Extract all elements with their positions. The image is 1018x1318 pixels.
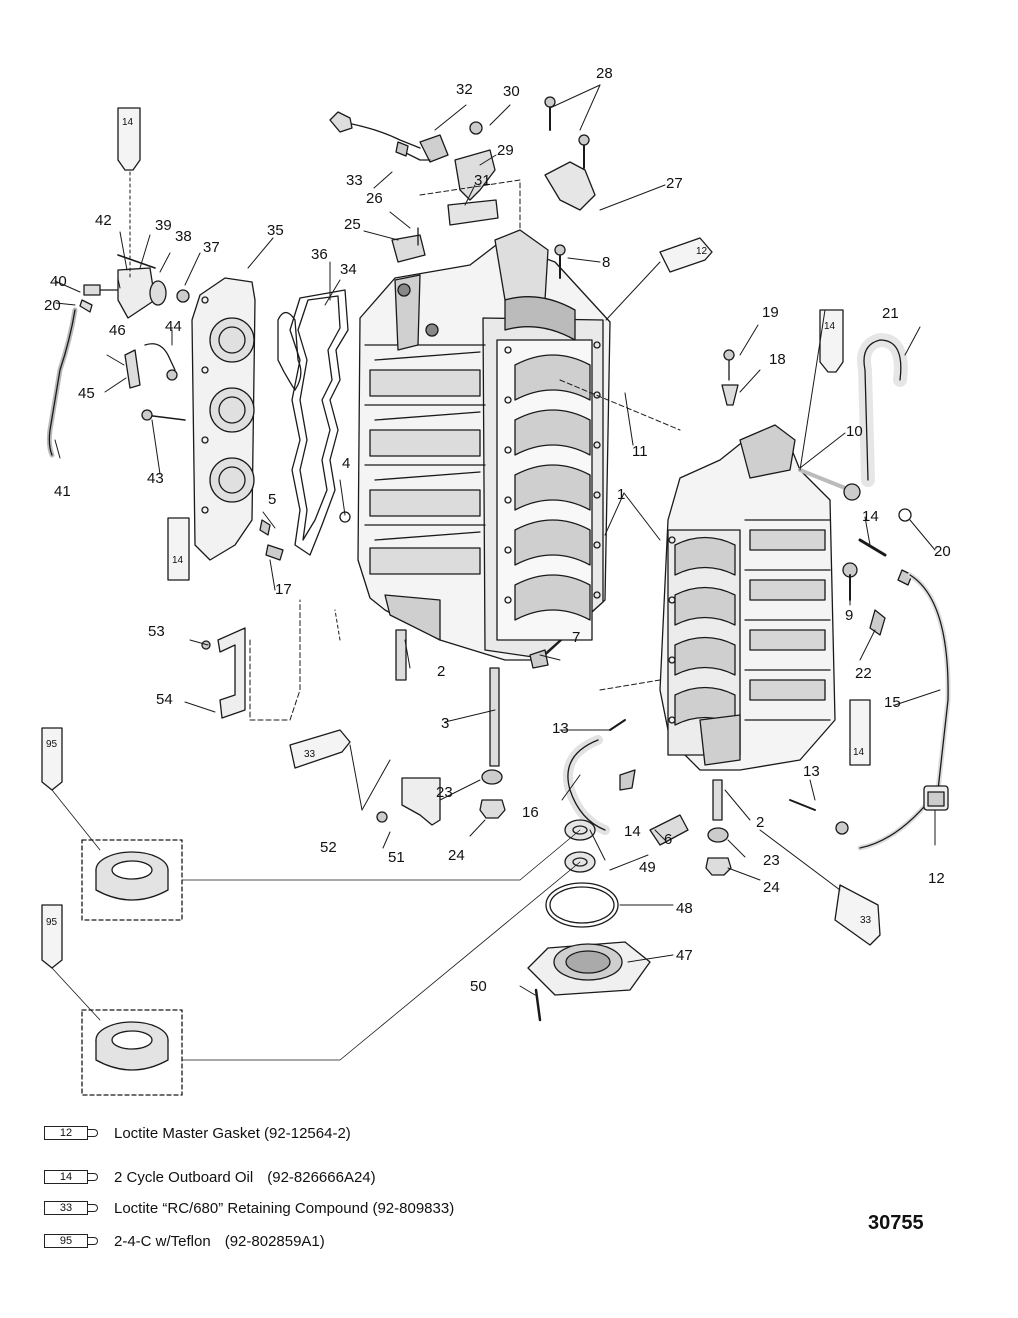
callout-1: 1 bbox=[617, 486, 626, 503]
tube-icon: 95 bbox=[44, 1232, 104, 1250]
callout-51: 51 bbox=[388, 849, 405, 866]
sealant-tubes bbox=[41, 107, 881, 969]
left-small-parts bbox=[46, 254, 351, 561]
callout-44: 44 bbox=[165, 318, 182, 335]
cylinder-head-cover bbox=[191, 277, 256, 561]
callout-17: 17 bbox=[275, 581, 292, 598]
callout-39: 39 bbox=[155, 217, 172, 234]
legend-part-number: (92-802859A1) bbox=[224, 1232, 325, 1250]
callout-29: 29 bbox=[497, 142, 514, 159]
callout-20: 20 bbox=[934, 543, 951, 560]
callout-37: 37 bbox=[203, 239, 220, 256]
callout-45: 45 bbox=[78, 385, 95, 402]
top-small-parts bbox=[329, 96, 596, 279]
tube-icon: 12 bbox=[44, 1124, 104, 1142]
callout-4: 4 bbox=[342, 455, 351, 472]
callout-49: 49 bbox=[639, 859, 656, 876]
crankcase-cover-right bbox=[659, 424, 836, 771]
callout-16: 16 bbox=[522, 804, 539, 821]
callout-32: 32 bbox=[456, 81, 473, 98]
callout-52: 52 bbox=[320, 839, 337, 856]
tube-icon: 14 bbox=[44, 1168, 104, 1186]
tube-code-label: 14 bbox=[172, 555, 184, 566]
callout-12: 12 bbox=[928, 870, 945, 887]
callout-40: 40 bbox=[50, 273, 67, 290]
callout-30: 30 bbox=[503, 83, 520, 100]
tube-code-label: 33 bbox=[860, 915, 872, 926]
callout-9: 9 bbox=[845, 607, 854, 624]
callout-24: 24 bbox=[448, 847, 465, 864]
cover-bracket bbox=[201, 627, 246, 719]
legend-text: 2-4-C w/Teflon bbox=[114, 1232, 211, 1250]
callout-15: 15 bbox=[884, 694, 901, 711]
legend-row: 14 2 Cycle Outboard Oil (92-826666A24) bbox=[44, 1166, 376, 1188]
callout-27: 27 bbox=[666, 175, 683, 192]
callout-25: 25 bbox=[344, 216, 361, 233]
seal-detail-boxes bbox=[81, 839, 183, 1096]
legend-row: 95 2-4-C w/Teflon (92-802859A1) bbox=[44, 1230, 325, 1252]
legend-text: Loctite “RC/680” Retaining Compound (92-… bbox=[114, 1199, 455, 1217]
tube-code-label: 33 bbox=[304, 749, 316, 760]
callout-21: 21 bbox=[882, 305, 899, 322]
tube-code-label: 95 bbox=[46, 917, 58, 928]
callout-5: 5 bbox=[268, 491, 277, 508]
callout-50: 50 bbox=[470, 978, 487, 995]
legend-text: 2 Cycle Outboard Oil bbox=[114, 1168, 254, 1186]
callout-41: 41 bbox=[54, 483, 71, 500]
legend-row: 12 Loctite Master Gasket (92-12564-2) bbox=[44, 1122, 365, 1144]
right-small-parts bbox=[721, 333, 951, 851]
callout-7: 7 bbox=[572, 629, 581, 646]
callout-23: 23 bbox=[436, 784, 453, 801]
callout-22: 22 bbox=[855, 665, 872, 682]
head-gaskets bbox=[277, 289, 349, 556]
callout-36: 36 bbox=[311, 246, 328, 263]
leader-lines bbox=[51, 84, 941, 1061]
callout-31: 31 bbox=[474, 172, 491, 189]
callout-34: 34 bbox=[340, 261, 357, 278]
callout-14: 14 bbox=[624, 823, 641, 840]
cylinder-block-left bbox=[357, 229, 611, 661]
legend-row: 33 Loctite “RC/680” Retaining Compound (… bbox=[44, 1197, 468, 1219]
callout-6: 6 bbox=[664, 831, 673, 848]
callout-46: 46 bbox=[109, 322, 126, 339]
callout-48: 48 bbox=[676, 900, 693, 917]
callout-8: 8 bbox=[602, 254, 611, 271]
callout-43: 43 bbox=[147, 470, 164, 487]
tube-icon: 33 bbox=[44, 1199, 104, 1217]
tube-code-label: 12 bbox=[696, 246, 708, 257]
callout-3: 3 bbox=[441, 715, 450, 732]
callout-14: 14 bbox=[862, 508, 879, 525]
callout-38: 38 bbox=[175, 228, 192, 245]
tube-code-label: 14 bbox=[824, 321, 836, 332]
callout-24: 24 bbox=[763, 879, 780, 896]
callout-13: 13 bbox=[803, 763, 820, 780]
callout-23: 23 bbox=[763, 852, 780, 869]
callout-13: 13 bbox=[552, 720, 569, 737]
callout-47: 47 bbox=[676, 947, 693, 964]
callout-2: 2 bbox=[756, 814, 765, 831]
callout-54: 54 bbox=[156, 691, 173, 708]
callout-10: 10 bbox=[846, 423, 863, 440]
callout-26: 26 bbox=[366, 190, 383, 207]
diagram-number: 30755 bbox=[868, 1212, 924, 1234]
callout-19: 19 bbox=[762, 304, 779, 321]
callout-11: 11 bbox=[632, 443, 648, 460]
callout-2: 2 bbox=[437, 663, 446, 680]
callout-42: 42 bbox=[95, 212, 112, 229]
bottom-parts bbox=[376, 629, 732, 1022]
callout-53: 53 bbox=[148, 623, 165, 640]
tube-code-label: 95 bbox=[46, 739, 58, 750]
callout-20: 20 bbox=[44, 297, 61, 314]
callout-35: 35 bbox=[267, 222, 284, 239]
callout-18: 18 bbox=[769, 351, 786, 368]
legend-text: Loctite Master Gasket (92-12564-2) bbox=[114, 1124, 351, 1142]
callout-28: 28 bbox=[596, 65, 613, 82]
legend-part-number: (92-826666A24) bbox=[267, 1168, 376, 1186]
tube-code-label: 14 bbox=[853, 747, 865, 758]
tube-code-label: 14 bbox=[122, 117, 134, 128]
callout-33: 33 bbox=[346, 172, 363, 189]
